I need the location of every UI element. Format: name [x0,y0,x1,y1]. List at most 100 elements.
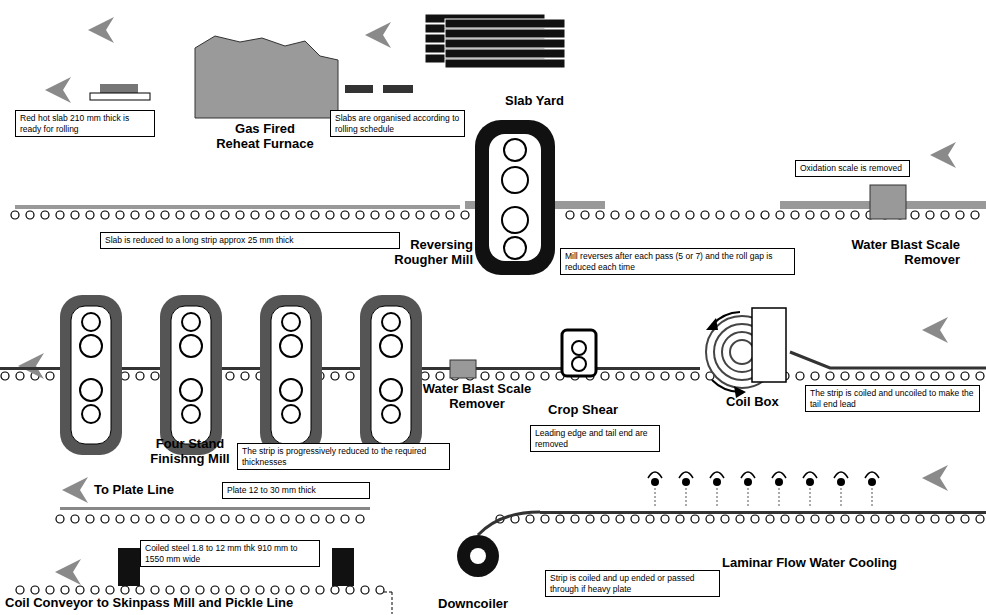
spray-header [679,472,693,508]
mill-stand [260,295,322,455]
roller [86,515,94,523]
roller [431,211,439,219]
flow-arrow [88,17,114,43]
roller [146,211,154,219]
roller [236,211,244,219]
roller [116,515,124,523]
coil [730,340,754,364]
coil [118,548,140,586]
nozzle [837,478,845,486]
roller [211,586,219,594]
roller [676,515,684,523]
note-box: The strip is progressively reduced to th… [237,443,450,470]
roll [82,313,100,331]
scale-remover [450,360,476,378]
roller [121,586,129,594]
roller [556,515,564,523]
equipment-label: Coil Box [726,395,806,410]
roller [461,211,469,219]
roller [151,586,159,594]
roller [721,515,729,523]
roller [101,211,109,219]
roll [182,313,200,331]
roller [796,515,804,523]
roller [371,211,379,219]
roller [526,372,534,380]
roller [11,211,19,219]
roll [182,405,200,423]
flow-arrow [930,142,956,168]
roller [131,211,139,219]
roller [731,211,739,219]
roller [401,211,409,219]
roller [496,372,504,380]
roller [871,372,879,380]
roller [221,515,229,523]
roller [241,586,249,594]
roller [961,372,969,380]
flow-arrow [922,317,948,343]
roller [251,211,259,219]
note-text: Mill reverses after each pass (5 or 7) a… [565,251,790,272]
slab-stack [425,14,565,68]
note-text: Leading edge and tail end are removed [535,428,655,449]
roller [356,515,364,523]
roller [301,586,309,594]
note-text: Slab is reduced to a long strip approx 2… [105,235,395,246]
note-text: Oxidation scale is removed [800,163,905,174]
roller [331,586,339,594]
note-text: Coiled steel 1.8 to 12 mm thk 910 mm to … [145,543,315,564]
roll [380,335,402,357]
roller [946,372,954,380]
roller [976,515,984,523]
roller [56,515,64,523]
roller [91,586,99,594]
spray-pipe [772,472,786,478]
roller [661,515,669,523]
water-flow [655,488,656,508]
note-box: Plate 12 to 30 mm thick [222,482,370,499]
mill-window [489,134,541,261]
roller [341,211,349,219]
roller [886,515,894,523]
roller [841,372,849,380]
scale-remover [870,185,906,219]
spray-header [741,472,755,508]
roller [311,211,319,219]
roller [31,586,39,594]
flow-arrow [365,22,391,48]
roll [280,379,302,401]
roller [226,372,234,380]
roller [481,372,489,380]
roller [976,372,984,380]
roller [841,515,849,523]
roller [71,515,79,523]
note-box: Mill reverses after each pass (5 or 7) a… [560,248,795,275]
roller [196,586,204,594]
roller [101,515,109,523]
roller [241,372,249,380]
backup-roll [504,139,526,161]
roller [956,211,964,219]
roller [1,372,9,380]
shear-frame [562,330,596,376]
coil-box-frame [752,308,786,382]
note-text: Plate 12 to 30 mm thick [227,485,365,496]
flow-arrows [18,17,956,585]
strip [478,512,540,535]
flow-arrow [45,77,71,103]
roller [851,211,859,219]
note-text: Red hot slab 210 mm thick is ready for r… [20,113,150,134]
roller [71,211,79,219]
roller [256,586,264,594]
nozzle [651,478,659,486]
hot-slab [100,84,138,93]
roller [661,372,669,380]
mill-stand [160,295,222,455]
roller [131,515,139,523]
strip [790,352,986,368]
roller [746,211,754,219]
roller [601,372,609,380]
roller [671,211,679,219]
